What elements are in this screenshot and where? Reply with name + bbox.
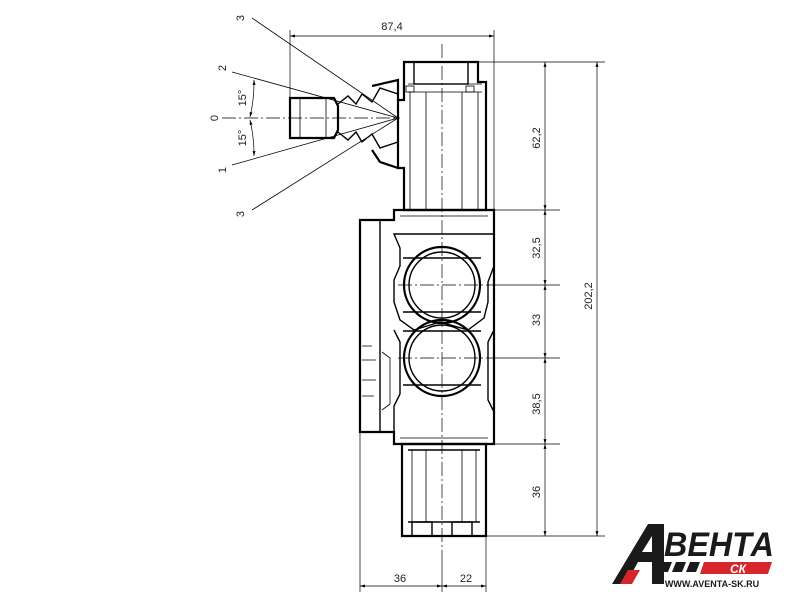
spool-housing (396, 44, 488, 560)
lower-housing (400, 442, 488, 538)
dim-width-top: 87,4 (381, 21, 402, 33)
label-pos-3-bottom: 3 (235, 211, 247, 217)
dimension-lines (289, 30, 605, 592)
label-pos-1: 1 (217, 167, 229, 173)
dim-h-lower: 36 (531, 486, 543, 498)
dim-w-right: 22 (460, 573, 472, 585)
label-pos-3-top: 3 (235, 15, 247, 21)
lever-angle-lines (222, 17, 400, 211)
logo-a-mark-icon (612, 524, 664, 584)
dim-h-upper: 62,2 (531, 127, 543, 148)
dim-h-port-a: 32,5 (531, 237, 543, 258)
dim-h-port-b: 38,5 (531, 393, 543, 414)
label-pos-0: 0 (209, 115, 221, 121)
dim-h-port-gap: 33 (531, 314, 543, 326)
lever-handle (288, 78, 400, 170)
dim-h-total: 202,2 (583, 282, 595, 310)
brand-name-part2: СК (730, 562, 748, 576)
dim-w-left: 36 (394, 573, 406, 585)
label-angle-upper: 15° (237, 90, 249, 107)
valve-body (358, 208, 500, 446)
brand-url: WWW.AVENTA-SK.RU (665, 579, 759, 589)
brand-name-part1: ВЕНТА (664, 526, 774, 564)
label-angle-lower: 15° (237, 130, 249, 147)
label-pos-2: 2 (217, 65, 229, 71)
brand-logo: ВЕНТА СК WWW.AVENTA-SK.RU (612, 524, 774, 589)
